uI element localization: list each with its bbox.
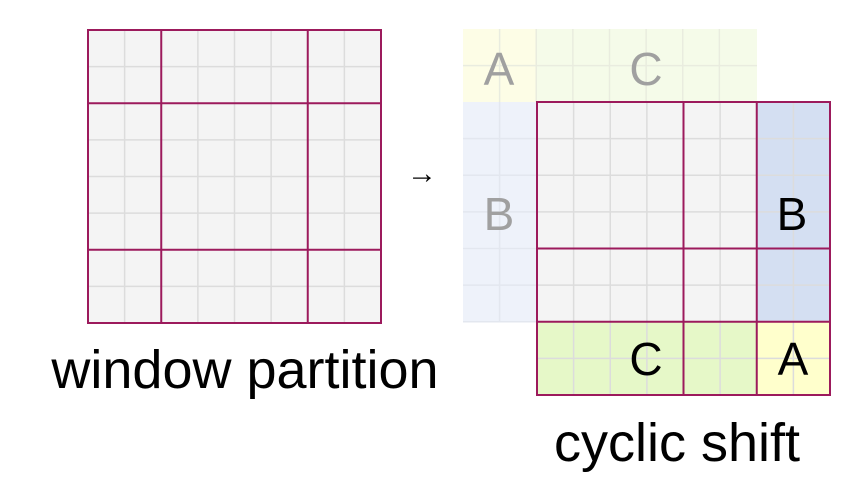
- window-partition-grid: [87, 29, 382, 324]
- window-border-outer: [536, 101, 831, 396]
- cyclic-shift-grid: [536, 101, 831, 396]
- shifted-label-c: C: [629, 333, 662, 385]
- window-partition-window-borders: [87, 29, 382, 324]
- ghost-label-b: B: [484, 188, 515, 240]
- shift-arrow: →: [407, 157, 437, 190]
- ghost-grid-lines: [463, 29, 757, 323]
- shifted-label-a: A: [778, 333, 809, 385]
- shifted-label-b: B: [777, 188, 808, 240]
- ghost-label-c: C: [629, 43, 662, 95]
- ghost-label-a: A: [484, 43, 515, 95]
- window-border-outer: [87, 29, 382, 324]
- ghost-regions: [463, 29, 757, 323]
- caption-window-partition: window partition: [50, 340, 438, 400]
- cyclic-shift-window-borders: [536, 101, 831, 396]
- caption-cyclic-shift: cyclic shift: [554, 413, 800, 473]
